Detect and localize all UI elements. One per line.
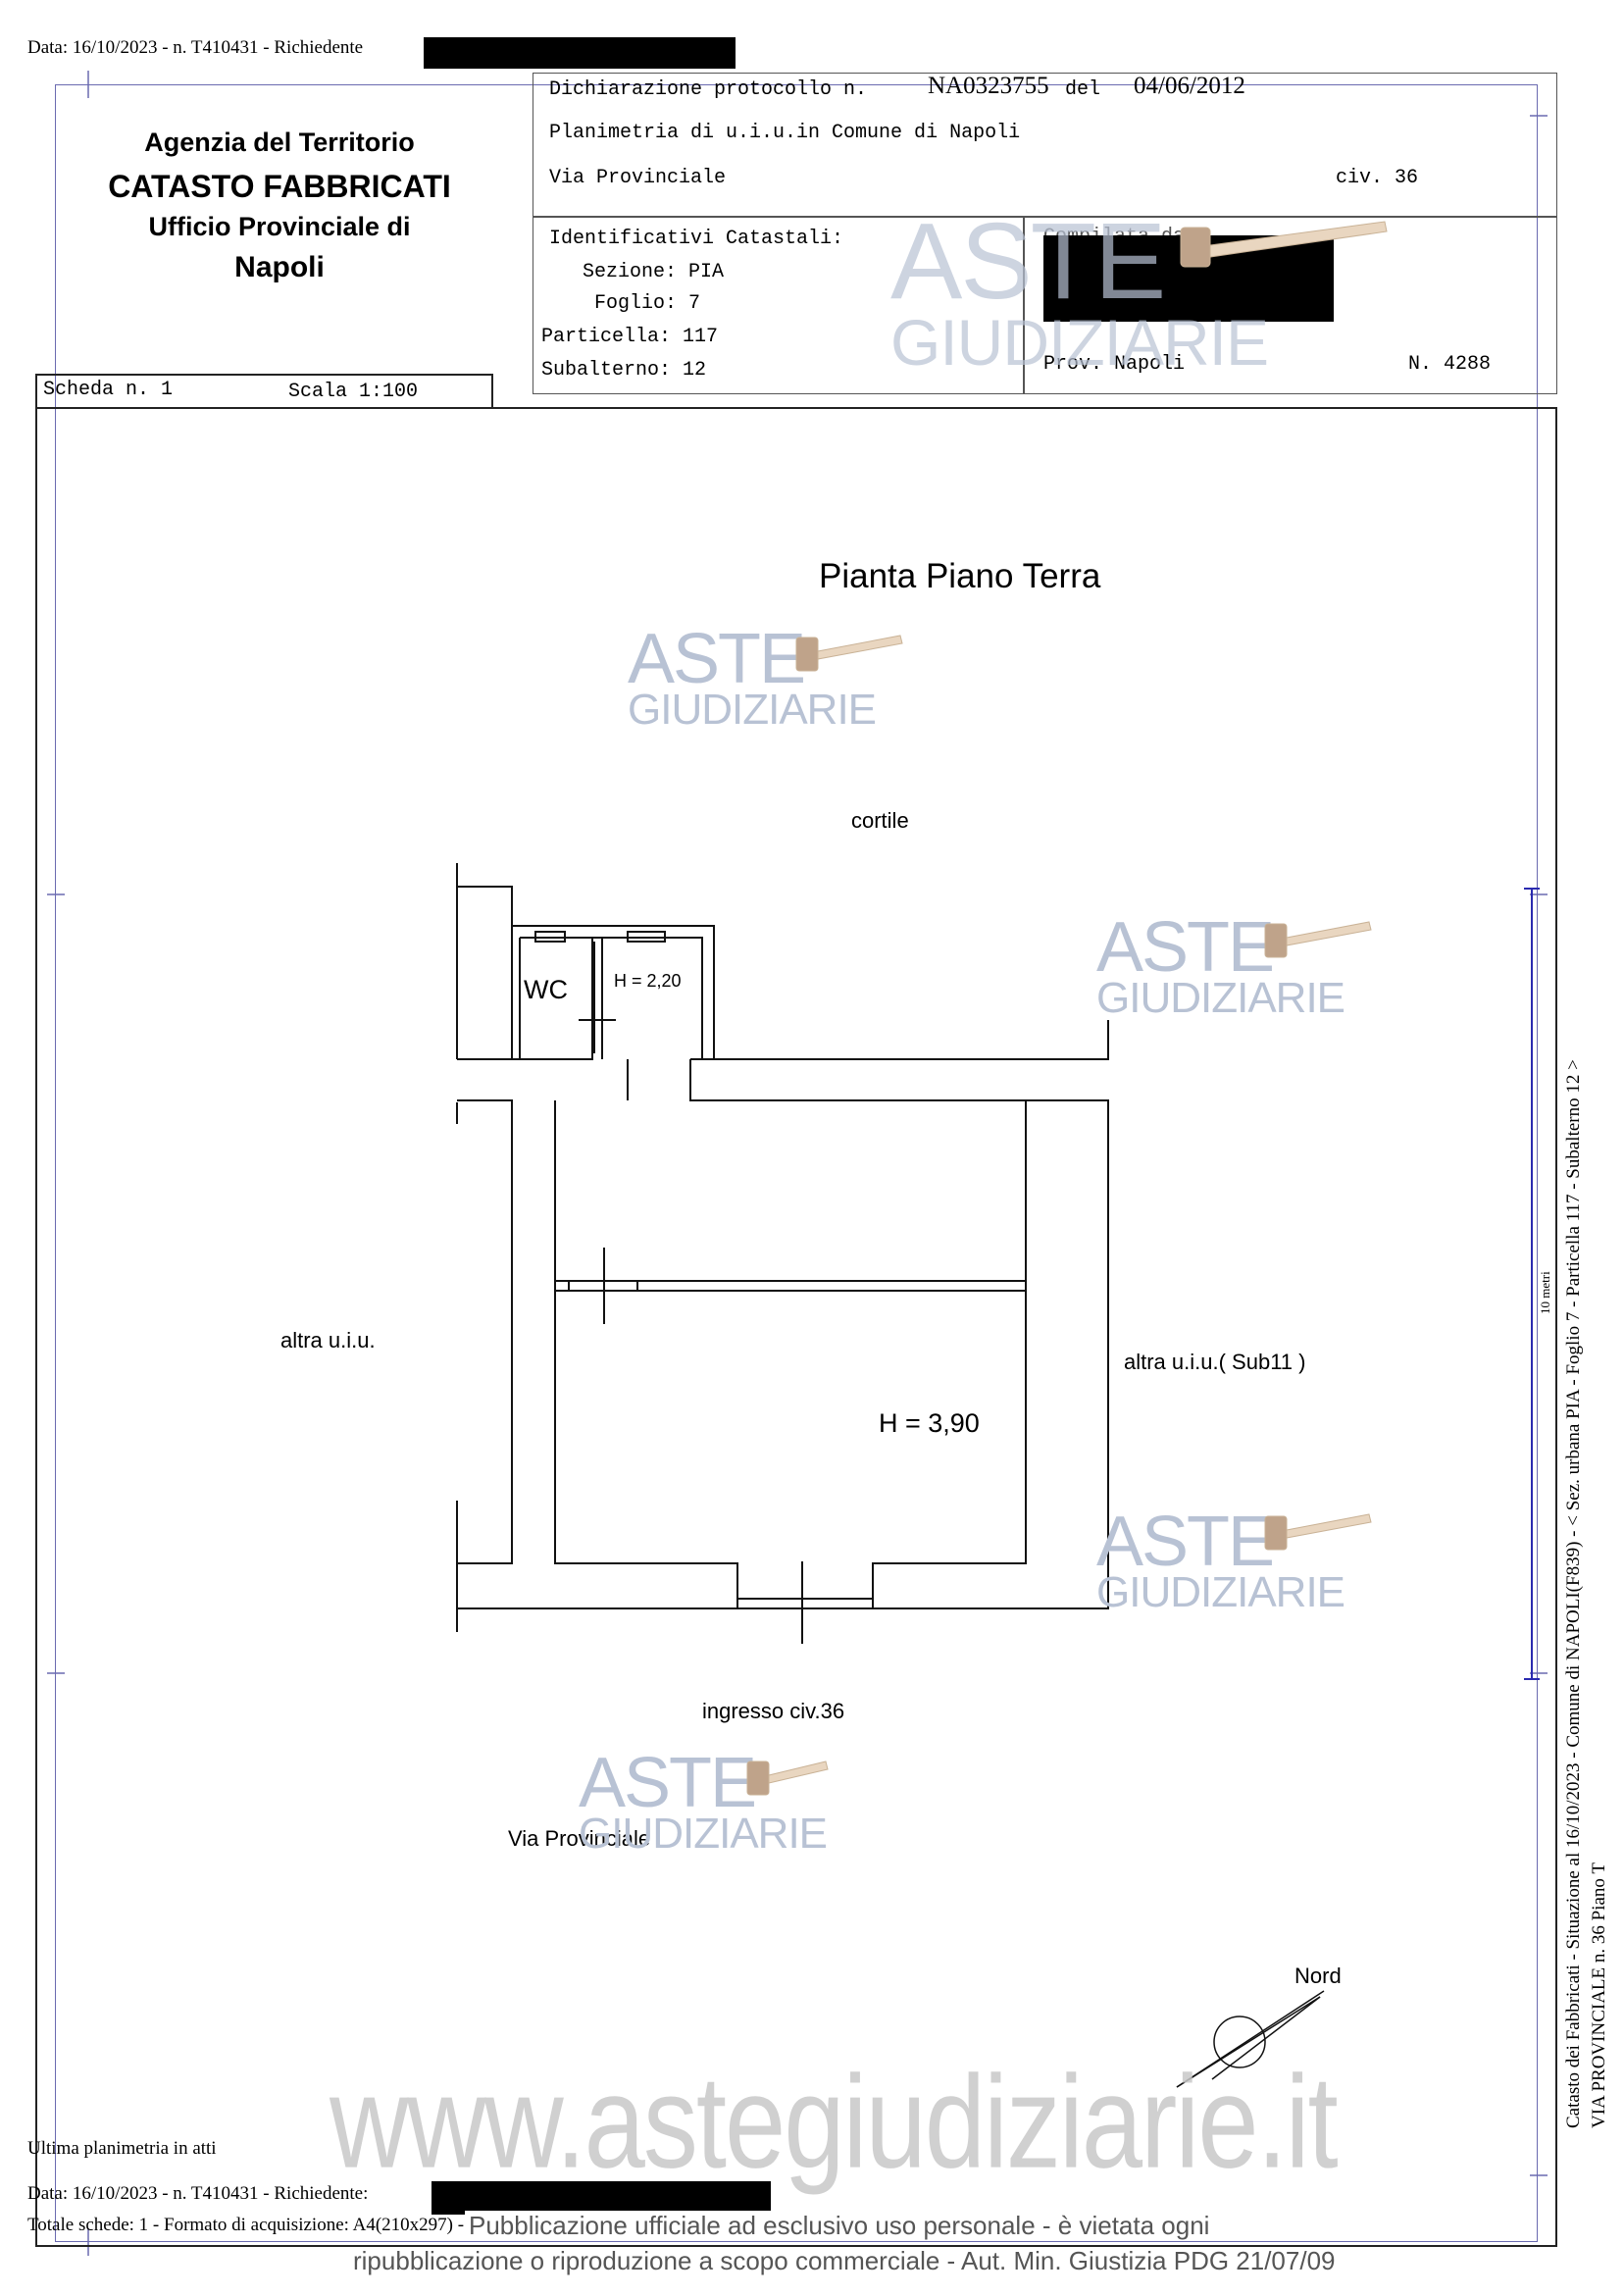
north-label: Nord [1294,1964,1342,1988]
watermark-site: www.astegiudiziarie.it [330,2048,1339,2196]
entrance-label: ingresso civ.36 [702,1699,845,1723]
right-unit-label: altra u.i.u.( Sub11 ) [1124,1350,1306,1374]
left-unit-label: altra u.i.u. [280,1328,376,1352]
top-header-text: Data: 16/10/2023 - n. T410431 - Richiede… [27,37,364,58]
declaration-box [533,73,1557,218]
side-text-situazione: Catasto dei Fabbricati - Situazione al 1… [1563,1059,1584,2128]
main-height-label: H = 3,90 [879,1408,980,1438]
redacted-footer-requester [431,2181,771,2215]
civic-number: civ. 36 [1336,167,1419,189]
redacted-requester [424,37,736,69]
compilata-prov: Prov. Napoli [1043,353,1186,376]
identifiers-box [533,216,1025,394]
scheda-number: Scheda n. 1 [43,379,174,401]
gavel-icon [746,1760,829,1796]
publication-notice-1: Pubblicazione ufficiale ad esclusivo uso… [465,2211,1214,2241]
compilata-box [1023,216,1557,394]
watermark-2: ASTE GIUDIZIARIE [1096,908,1345,1022]
drawing-frame [35,407,1557,2247]
publication-notice-2: ripubblicazione o riproduzione a scopo c… [353,2246,1336,2275]
watermark-3: ASTE GIUDIZIARIE [1096,1503,1345,1616]
gavel-icon [795,635,903,672]
street-address: Via Provinciale [549,167,727,189]
ufficio-city: Napoli [234,251,325,283]
street-label: Via Provinciale [508,1826,651,1851]
particella: Particella: 117 [541,326,719,348]
cortile-label: cortile [851,808,909,833]
ufficio-label: Ufficio Provinciale di [148,212,411,241]
gavel-icon [1264,1513,1372,1551]
foglio: Foglio: 7 [594,292,701,315]
planimetria-label: Planimetria di u.i.u.in Comune di Napoli [549,122,1021,144]
protocol-number: NA0323755 [928,73,1049,99]
protocol-del-label: del [1065,78,1101,101]
agency-name: Agenzia del Territorio [144,128,415,157]
wc-height-label: H = 2,20 [614,971,682,991]
ultima-planimetria: Ultima planimetria in atti [27,2138,217,2159]
side-text-address: VIA PROVINCIALE n. 36 Piano T [1589,1862,1609,2128]
watermark-1: ASTE GIUDIZIARIE [628,620,877,734]
protocol-date: 04/06/2012 [1134,73,1245,99]
wc-label: WC [524,975,568,1004]
protocol-label: Dichiarazione protocollo n. [549,78,868,101]
sezione: Sezione: PIA [583,261,725,283]
identifiers-title: Identificativi Catastali: [549,228,844,250]
gavel-icon [1264,921,1372,958]
subalterno: Subalterno: 12 [541,359,707,382]
plan-title: Pianta Piano Terra [819,557,1101,595]
catasto-title: CATASTO FABBRICATI [108,169,451,204]
footer-data-line: Data: 16/10/2023 - n. T410431 - Richiede… [27,2183,369,2204]
scala: Scala 1:100 [288,381,419,403]
compilata-number: N. 4288 [1408,353,1492,376]
watermark-4: ASTE GIUDIZIARIE [579,1744,828,1858]
watermark-header: ASTE GIUDIZIARIE [890,201,1269,379]
gavel-icon [1180,221,1388,268]
outer-frame [55,84,1538,2242]
